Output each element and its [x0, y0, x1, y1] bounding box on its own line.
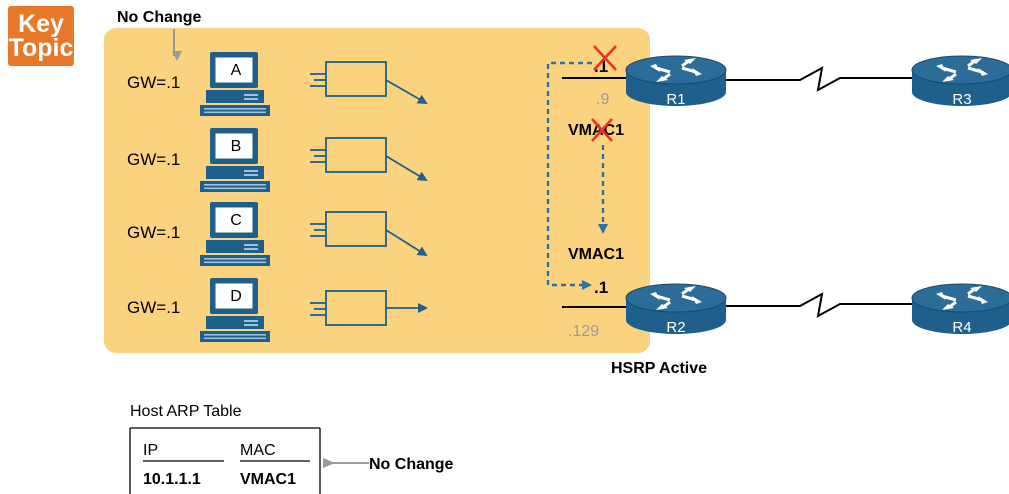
arp-row-ip: 10.1.1.1	[143, 471, 201, 488]
arp-table-title: Host ARP Table	[130, 403, 242, 420]
arp-header-mac: MAC	[240, 442, 276, 459]
host-c-letter: C	[230, 212, 242, 229]
arp-header-ip: IP	[143, 442, 158, 459]
frame-arrow	[385, 229, 428, 257]
arp-no-change-label: No Change	[369, 456, 454, 473]
host-b[interactable]: GW=.1 B	[127, 127, 428, 193]
r1-interface-ip: .9	[596, 91, 609, 108]
router-r1-label: R1	[666, 91, 685, 108]
vip-migration-arrow	[546, 61, 592, 290]
router-r3-label: R3	[952, 91, 971, 108]
frame-arrow	[385, 79, 428, 104]
r2-interface-ip: .129	[568, 323, 599, 340]
hsrp-active-label: HSRP Active	[611, 360, 707, 377]
router-r2[interactable]: R2	[624, 282, 728, 336]
host-a[interactable]: GW=.1 A	[127, 51, 428, 117]
router-r4-label: R4	[952, 319, 971, 336]
r1-vmac-label: VMAC1	[568, 122, 624, 139]
r1-r3-serial-link	[710, 66, 930, 92]
lan-area	[104, 28, 650, 353]
r2-r4-serial-link	[710, 292, 930, 318]
r1-vmac-x-icon	[591, 118, 613, 142]
host-c-gw-label: GW=.1	[127, 223, 180, 242]
r1-virtual-ip: .1	[594, 57, 608, 76]
router-r3[interactable]: R3	[910, 54, 1009, 108]
router-r2-label: R2	[666, 319, 685, 336]
r1-vip-x-icon	[593, 45, 617, 71]
r2-vmac-label: VMAC1	[568, 246, 624, 263]
arp-row-mac: VMAC1	[240, 471, 296, 488]
host-b-gw-label: GW=.1	[127, 150, 180, 169]
host-d[interactable]: GW=.1 D	[127, 277, 428, 343]
host-a-gw-label: GW=.1	[127, 73, 180, 92]
router-r1[interactable]: R1	[624, 54, 728, 108]
arp-table: IP MAC 10.1.1.1 VMAC1	[129, 427, 321, 494]
host-d-letter: D	[230, 288, 242, 305]
frame-arrow	[385, 155, 428, 182]
host-a-letter: A	[231, 62, 242, 79]
host-c[interactable]: GW=.1 C	[127, 201, 428, 267]
key-topic-line1: Key	[18, 10, 64, 38]
r2-virtual-ip: .1	[594, 278, 608, 297]
host-b-letter: B	[231, 138, 242, 155]
key-topic-badge: Key Topic	[8, 6, 74, 66]
top-no-change-label: No Change	[117, 9, 202, 26]
key-topic-line2: Topic	[8, 34, 74, 62]
host-d-gw-label: GW=.1	[127, 298, 180, 317]
router-r4[interactable]: R4	[910, 282, 1009, 336]
